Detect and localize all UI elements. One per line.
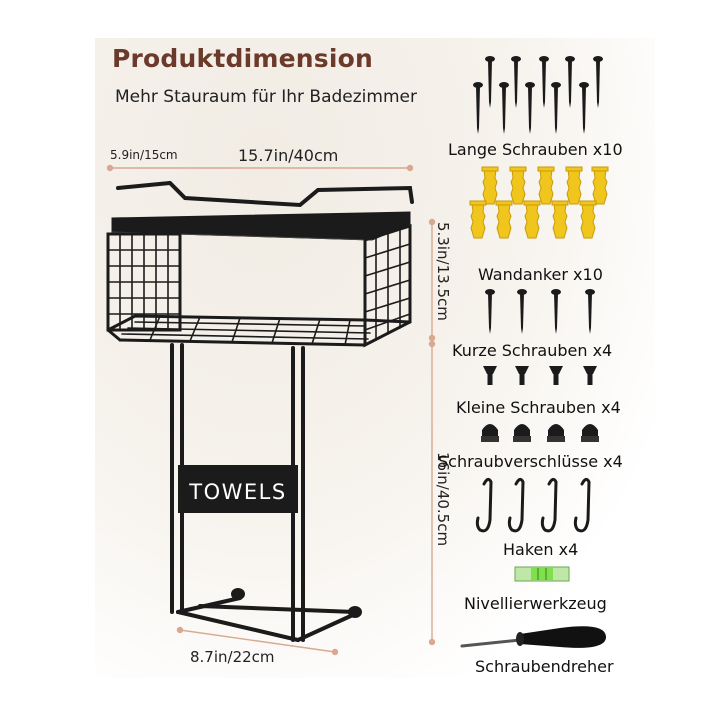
part-label-hooks: Haken x4 bbox=[503, 540, 579, 559]
part-label-spirit-level: Nivellierwerkzeug bbox=[464, 594, 607, 613]
short-screw-icon bbox=[485, 289, 495, 334]
part-label-wall-anchors: Wandanker x10 bbox=[478, 265, 603, 284]
long-screw-icon bbox=[579, 82, 589, 134]
small-screw-icon bbox=[515, 366, 529, 385]
small-screw-icon bbox=[549, 366, 563, 385]
page-title: Produktdimension bbox=[112, 44, 373, 73]
hooks-group bbox=[475, 477, 591, 533]
long-screws-group bbox=[473, 56, 603, 134]
long-screw-icon bbox=[473, 82, 483, 134]
hook-icon bbox=[540, 477, 558, 533]
short-screw-icon bbox=[585, 289, 595, 334]
bottom-width-dimension-line bbox=[179, 629, 336, 653]
part-label-small-screws: Kleine Schrauben x4 bbox=[456, 398, 621, 417]
page-subtitle: Mehr Stauraum für Ihr Badezimmer bbox=[115, 87, 417, 107]
wall-anchor-icon bbox=[537, 166, 555, 205]
hook-icon bbox=[507, 477, 525, 533]
small-screws-group bbox=[483, 366, 597, 385]
wall-anchor-icon bbox=[565, 166, 583, 205]
long-screw-icon bbox=[499, 82, 509, 134]
screw-cap-icon bbox=[513, 424, 531, 442]
bottom-towel-bar bbox=[176, 596, 357, 642]
basket-grid bbox=[107, 228, 411, 346]
wall-anchor-icon bbox=[579, 200, 597, 239]
screw-cap-icon bbox=[481, 424, 499, 442]
small-screw-icon bbox=[483, 366, 497, 385]
wall-anchor-icon bbox=[481, 166, 499, 205]
wall-anchor-icon bbox=[509, 166, 527, 205]
towels-plate-text: TOWELS bbox=[188, 480, 286, 504]
short-screw-icon bbox=[551, 289, 561, 334]
long-screw-icon bbox=[551, 82, 561, 134]
wall-anchors-group bbox=[469, 166, 609, 239]
bar-end-caps bbox=[231, 588, 362, 618]
part-label-screw-caps: Schraubverschlüsse x4 bbox=[438, 452, 623, 471]
part-label-long-screws: Lange Schrauben x10 bbox=[448, 140, 623, 159]
part-label-short-screws: Kurze Schrauben x4 bbox=[452, 341, 613, 360]
long-screw-icon bbox=[593, 56, 603, 108]
short-screw-icon bbox=[517, 289, 527, 334]
dimension-lines bbox=[106, 164, 436, 656]
wall-anchor-icon bbox=[495, 200, 513, 239]
wall-anchor-icon bbox=[523, 200, 541, 239]
wall-anchor-icon bbox=[551, 200, 569, 239]
short-screws-group bbox=[485, 289, 595, 334]
spirit-level-icon bbox=[514, 566, 570, 582]
long-screw-icon bbox=[485, 56, 495, 108]
screw-caps-group bbox=[481, 424, 599, 442]
wall-anchor-icon bbox=[591, 166, 609, 205]
long-screw-icon bbox=[525, 82, 535, 134]
screw-cap-icon bbox=[581, 424, 599, 442]
small-screw-icon bbox=[583, 366, 597, 385]
top-rail bbox=[116, 180, 414, 208]
screwdriver-icon bbox=[460, 626, 606, 648]
width-dimension-label: 15.7in/40cm bbox=[238, 146, 339, 165]
screw-cap-icon bbox=[547, 424, 565, 442]
wall-anchor-icon bbox=[469, 200, 487, 239]
long-screw-icon bbox=[565, 56, 575, 108]
long-screw-icon bbox=[511, 56, 521, 108]
bottom-width-dimension-label: 8.7in/22cm bbox=[190, 648, 275, 666]
part-label-screwdriver: Schraubendreher bbox=[475, 657, 614, 676]
towel-rack bbox=[106, 180, 414, 642]
hook-icon bbox=[475, 477, 493, 533]
hook-icon bbox=[573, 477, 591, 533]
depth-dimension-label: 5.9in/15cm bbox=[110, 148, 178, 162]
towels-plate bbox=[178, 465, 298, 513]
long-screw-icon bbox=[539, 56, 549, 108]
